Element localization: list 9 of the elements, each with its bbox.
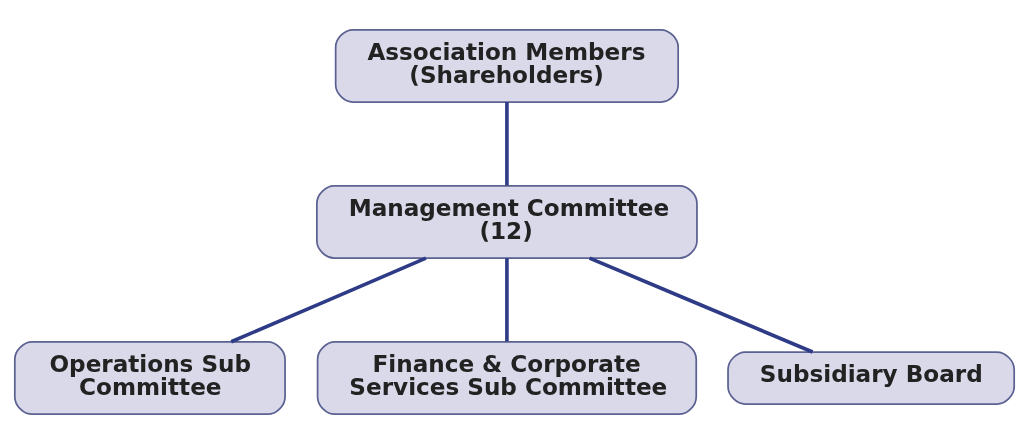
node-box: Subsidiary Board	[727, 351, 1016, 405]
node-box: Management Committee (12)	[316, 185, 698, 259]
connector	[588, 256, 814, 354]
node-box: Finance & Corporate Services Sub Committee	[316, 341, 698, 416]
node-box: Operations Sub Committee	[13, 341, 286, 416]
connector	[230, 256, 427, 344]
node-box: Association Members (Shareholders)	[334, 28, 680, 103]
connector	[505, 102, 509, 186]
connector	[505, 258, 509, 342]
